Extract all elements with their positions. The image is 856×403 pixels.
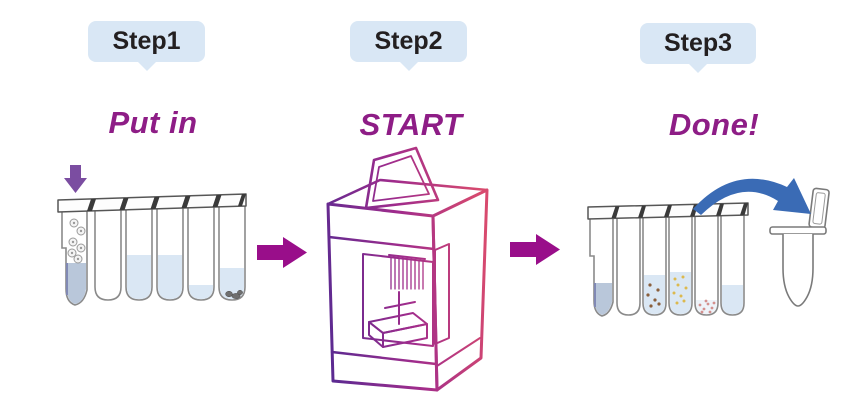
insert-down-arrow-icon — [64, 165, 87, 193]
step1-action-label: Put in — [108, 105, 198, 140]
step1-badge: Step1 — [88, 21, 205, 71]
flow-arrow-2-icon — [510, 234, 560, 265]
strip-liquids — [594, 272, 743, 315]
pink-particles — [698, 299, 716, 314]
magnetic-rods — [390, 256, 424, 290]
strip-tubes — [589, 213, 745, 317]
strip-rim — [57, 193, 247, 213]
step1-badge-label: Step1 — [112, 27, 181, 55]
instrument-chamber — [362, 243, 450, 348]
step2-action-label: START — [359, 107, 463, 142]
strip-tubes — [61, 205, 246, 306]
bead-particles — [646, 283, 661, 308]
step2-badge: Step2 — [350, 21, 467, 71]
strip-holder-tray — [368, 291, 428, 348]
step3-badge: Step3 — [640, 23, 756, 73]
processed-strip-illustration — [587, 178, 830, 317]
instrument-body — [326, 178, 489, 392]
sample-particles — [67, 218, 86, 264]
extraction-instrument-illustration — [326, 146, 489, 392]
step3-action-label: Done! — [668, 107, 760, 142]
transfer-curved-arrow-icon — [693, 178, 811, 215]
step2-badge-label: Step2 — [374, 27, 443, 55]
yellow-particles — [672, 275, 688, 305]
elution-tube-cap — [808, 187, 830, 230]
flow-arrow-1-icon — [257, 237, 307, 268]
step3-badge-label: Step3 — [663, 29, 733, 57]
sample-strip-illustration — [57, 165, 247, 306]
instrument-screen — [364, 146, 440, 210]
magnetic-beads — [225, 290, 243, 299]
strip-liquids — [66, 255, 244, 304]
chamber-door — [434, 243, 450, 345]
elution-tube — [769, 187, 830, 307]
